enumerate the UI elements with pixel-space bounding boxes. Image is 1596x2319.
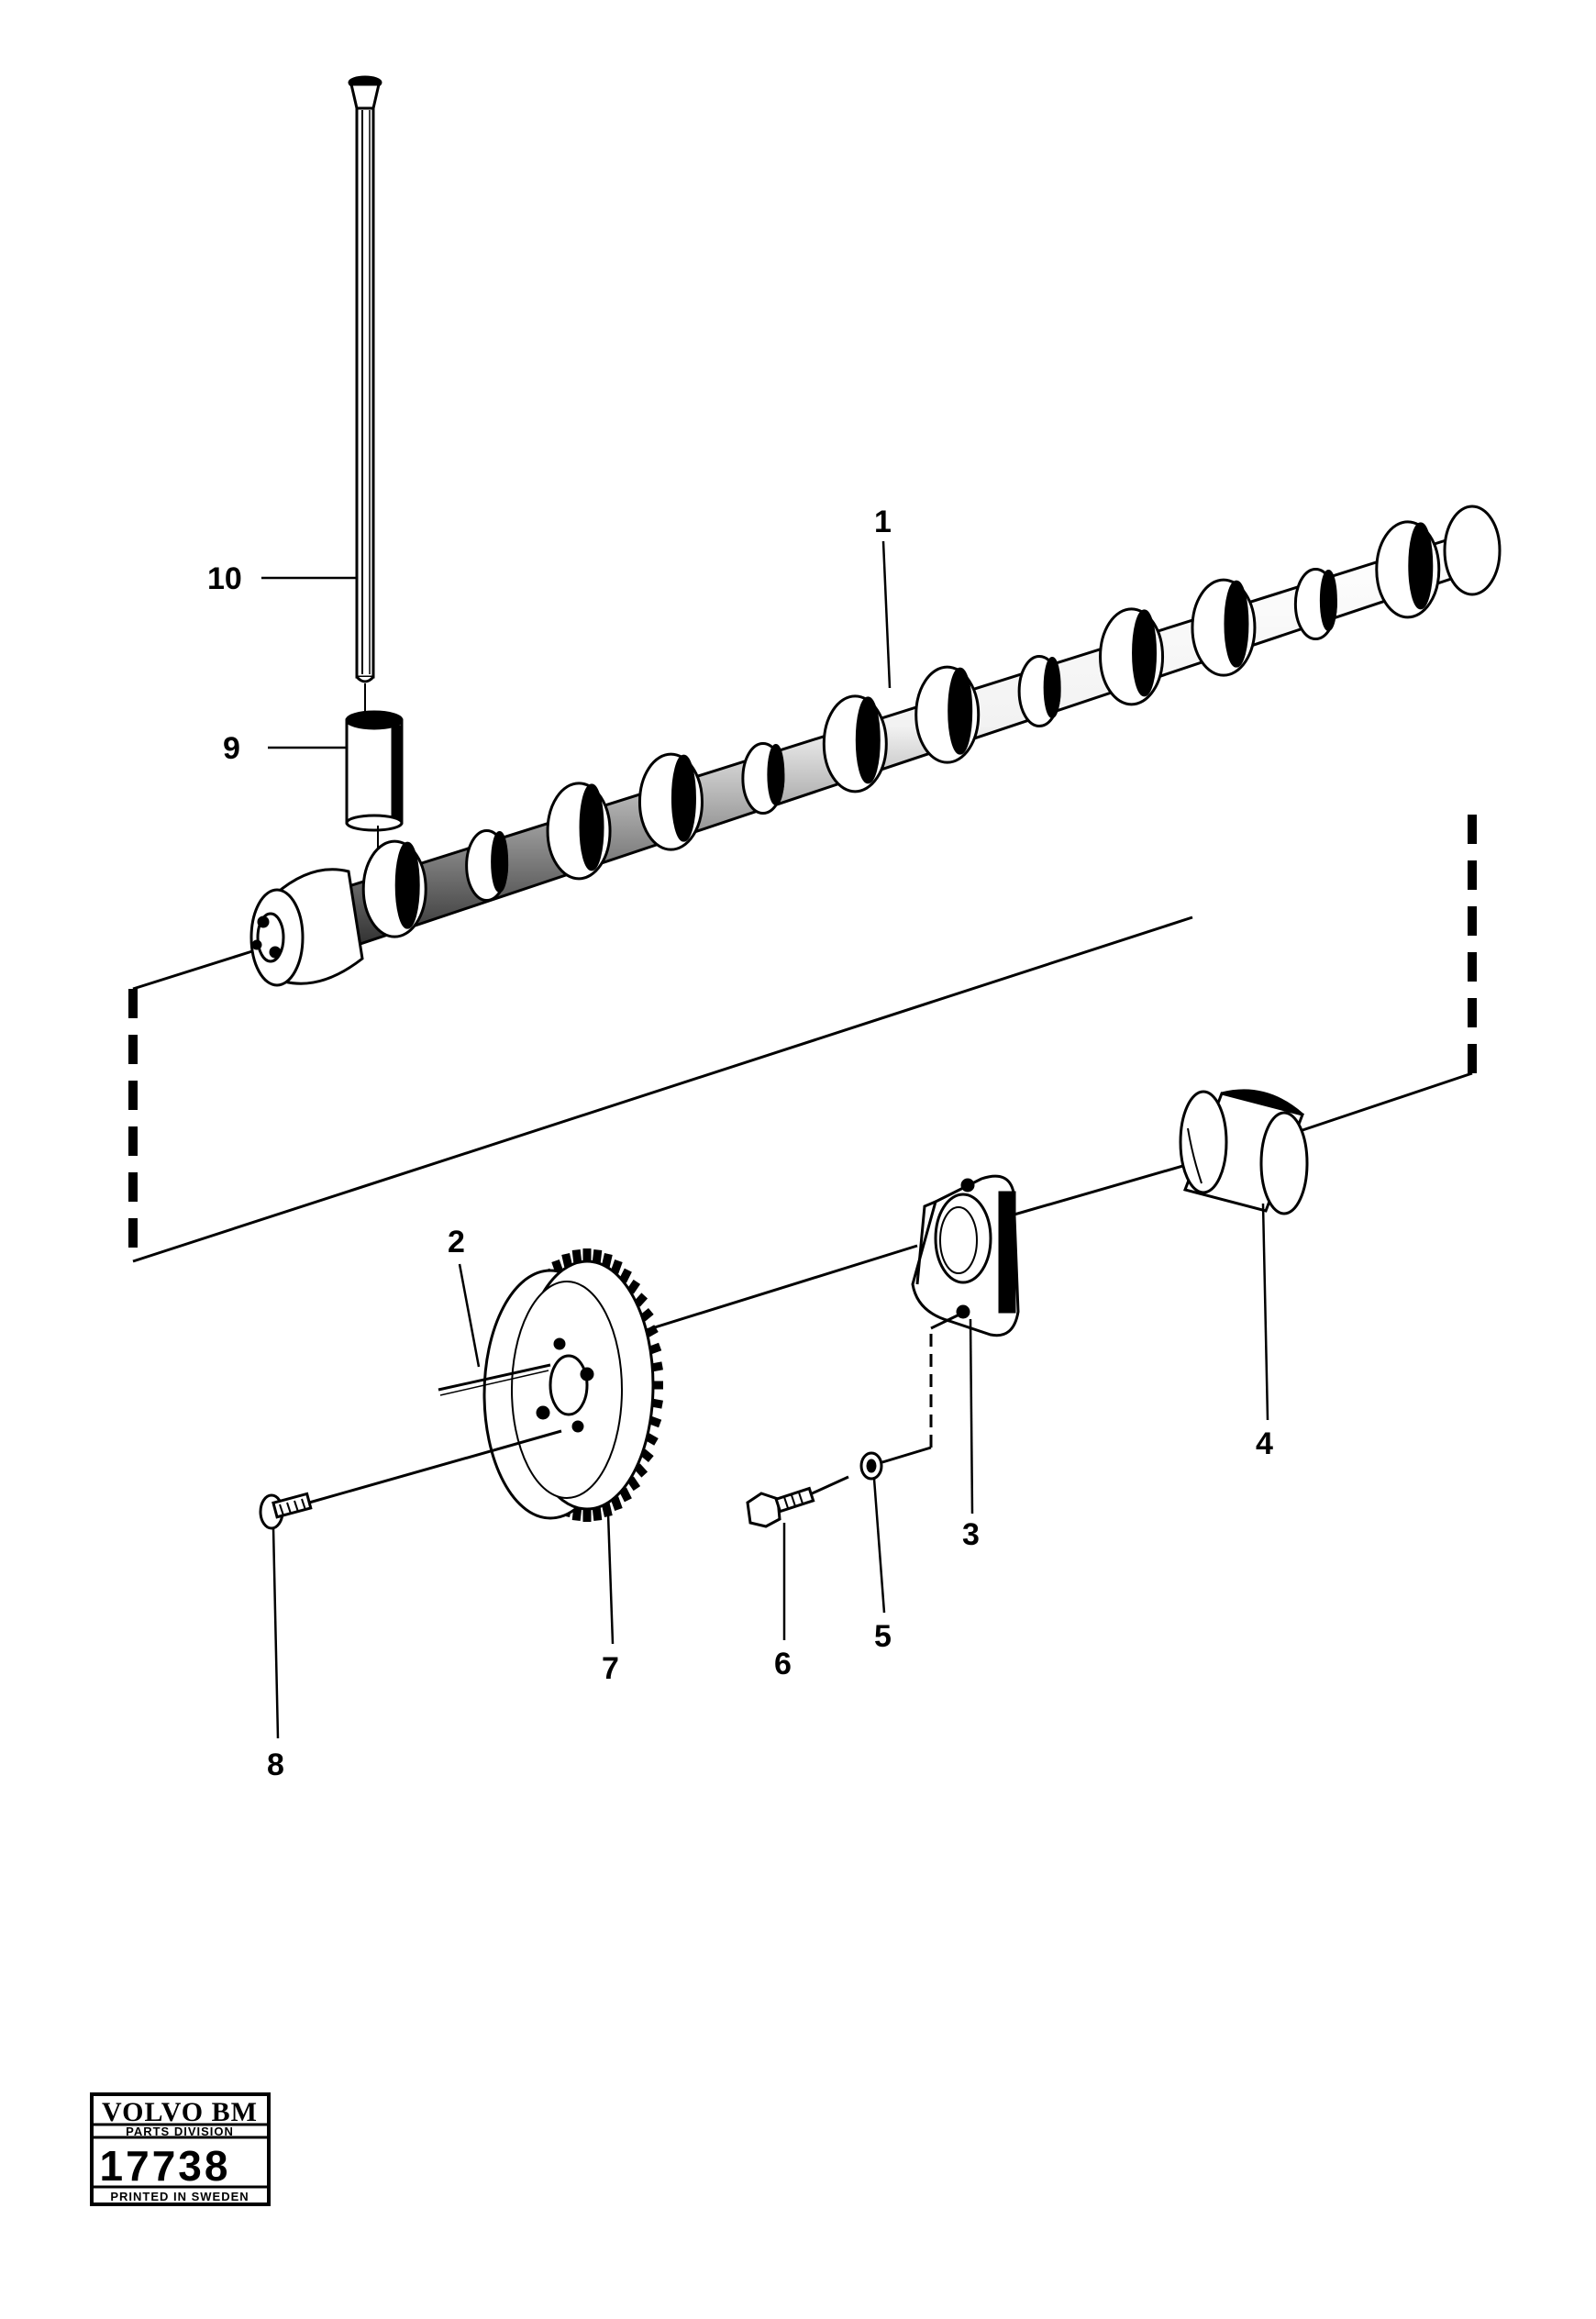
gear-tooth bbox=[648, 1415, 662, 1428]
stamp-brand: VOLVO BM bbox=[102, 2097, 258, 2127]
callout-5: 5 bbox=[874, 1619, 892, 1654]
gear-tooth bbox=[592, 1507, 603, 1521]
callout-1: 1 bbox=[874, 505, 892, 539]
tappet-icon bbox=[345, 710, 404, 832]
gear-tooth bbox=[634, 1293, 648, 1307]
cam-lobe-shade bbox=[855, 696, 881, 784]
callout-labels: 1 2 3 4 5 6 7 8 9 10 bbox=[207, 505, 1273, 1782]
cam-lobe-shade bbox=[579, 783, 604, 871]
washer-icon bbox=[859, 1312, 962, 1481]
bolt-icon bbox=[746, 1475, 849, 1528]
cam-lobe-shade bbox=[767, 744, 785, 805]
callout-6: 6 bbox=[774, 1647, 792, 1681]
camshaft-icon bbox=[249, 505, 1502, 987]
gear-tooth bbox=[618, 1487, 632, 1503]
cam-lobe-shade bbox=[1132, 609, 1158, 697]
stamp-division: PARTS DIVISION bbox=[126, 2125, 234, 2138]
screw-icon bbox=[259, 1429, 562, 1530]
cam-lobe-shade bbox=[491, 831, 509, 893]
cam-lobe-shade bbox=[1408, 522, 1434, 610]
gear-tooth bbox=[610, 1259, 623, 1274]
gear-tooth bbox=[561, 1253, 573, 1268]
gear-tooth bbox=[651, 1398, 663, 1409]
cam-lobe-shade bbox=[1224, 580, 1249, 668]
pin-icon bbox=[438, 1363, 551, 1396]
gear-tooth bbox=[618, 1268, 632, 1283]
gear-tooth bbox=[648, 1342, 662, 1355]
gear-tooth bbox=[610, 1496, 623, 1512]
stamp-printed: PRINTED IN SWEDEN bbox=[110, 2190, 249, 2203]
gear-tooth bbox=[639, 1307, 654, 1322]
cam-lobe-shade bbox=[394, 841, 420, 929]
gear-tooth bbox=[626, 1279, 641, 1294]
callout-4: 4 bbox=[1256, 1426, 1273, 1461]
push-rod-icon bbox=[348, 75, 382, 683]
gear-tooth bbox=[639, 1448, 654, 1463]
cam-lobe-shade bbox=[948, 667, 973, 755]
callout-2: 2 bbox=[448, 1225, 465, 1259]
gear-tooth bbox=[592, 1249, 603, 1263]
cam-lobe-shade bbox=[1319, 570, 1337, 631]
assembly-frame bbox=[128, 815, 1477, 1263]
gear-tooth bbox=[634, 1463, 648, 1478]
callout-7: 7 bbox=[602, 1651, 619, 1686]
gear-tooth bbox=[571, 1249, 582, 1263]
parts-division-stamp: VOLVO BM PARTS DIVISION 17738 PRINTED IN… bbox=[90, 2092, 271, 2206]
gear-tooth bbox=[645, 1325, 659, 1337]
callout-3: 3 bbox=[962, 1517, 980, 1552]
gear-tooth bbox=[571, 1507, 582, 1521]
gear-tooth bbox=[601, 1253, 613, 1268]
gear-tooth bbox=[626, 1476, 641, 1492]
leader-lines bbox=[261, 540, 1269, 1739]
callout-8: 8 bbox=[267, 1748, 284, 1782]
stamp-number: 17738 bbox=[100, 2142, 231, 2190]
bushing-icon bbox=[1179, 1089, 1309, 1215]
gear-tooth bbox=[645, 1433, 659, 1446]
callout-10: 10 bbox=[207, 561, 242, 596]
cam-lobe-shade bbox=[671, 754, 696, 842]
gear-tooth bbox=[651, 1361, 663, 1372]
cam-lobe-shade bbox=[1043, 657, 1061, 718]
thrust-flange-icon bbox=[911, 1174, 1020, 1337]
callout-9: 9 bbox=[223, 731, 240, 766]
gear-icon bbox=[482, 1248, 663, 1522]
